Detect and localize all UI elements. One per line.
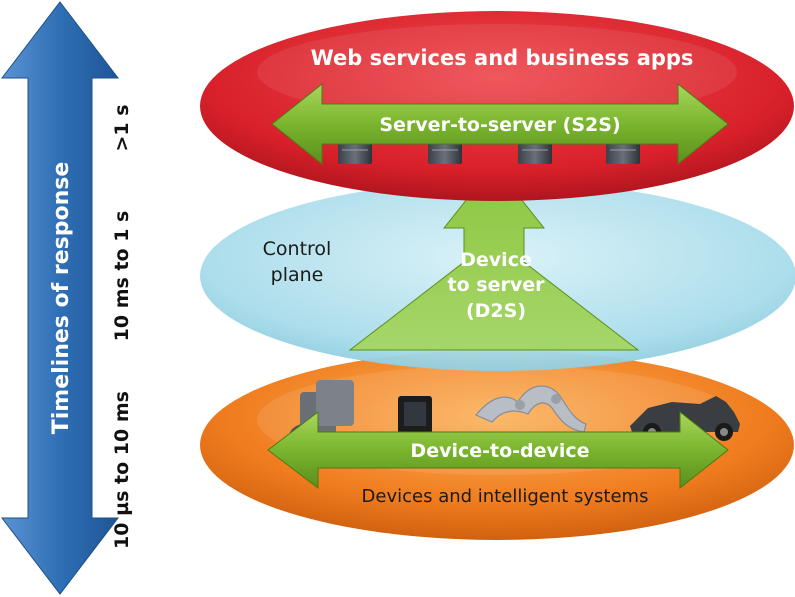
control-plane-label-line1: Control: [263, 238, 332, 260]
devices-layer-title: Devices and intelligent systems: [362, 486, 649, 507]
device-to-server-label-line2: to server: [448, 274, 546, 296]
server-to-server-label: Server-to-server (S2S): [379, 114, 620, 136]
device-to-server-label-line1: Device: [460, 249, 532, 271]
range-label-medium: 10 ms to 1 s: [111, 211, 133, 342]
timeline-label: Timelines of response: [49, 162, 74, 435]
timeline-arrow: [0, 1, 120, 595]
control-plane-label-line2: plane: [271, 264, 324, 286]
controller-device-icon: [398, 396, 432, 438]
range-label-fast: 10 µs to 10 ms: [111, 391, 133, 549]
device-to-server-arrow: [348, 164, 640, 351]
server-to-server-arrow: [271, 82, 729, 166]
device-to-device-arrow: [267, 410, 729, 490]
range-label-slow: >1 s: [111, 104, 133, 151]
web-services-title: Web services and business apps: [311, 46, 694, 70]
device-to-server-label-line3: (D2S): [466, 300, 526, 322]
device-to-device-label: Device-to-device: [410, 440, 589, 462]
